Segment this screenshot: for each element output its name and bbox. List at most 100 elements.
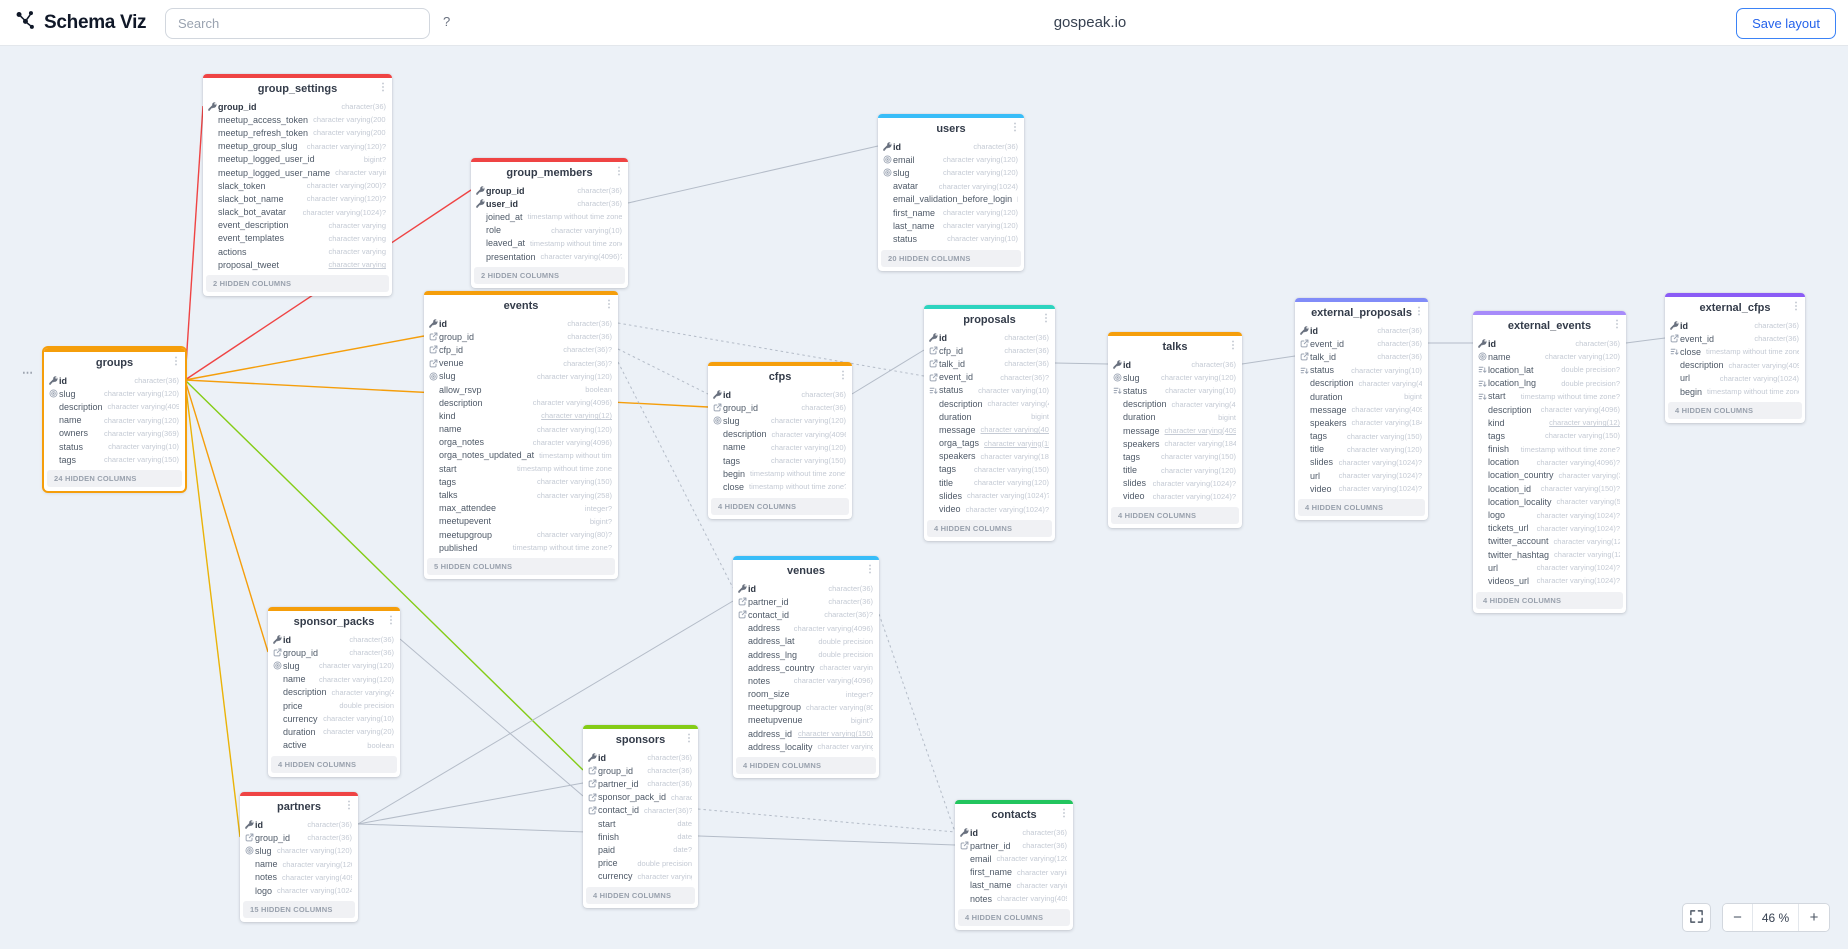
hidden-columns-pill[interactable]: 4 HIDDEN COLUMNS xyxy=(1476,591,1623,609)
hidden-columns-pill[interactable]: 4 HIDDEN COLUMNS xyxy=(1111,507,1239,525)
table-title[interactable]: groups⋮ xyxy=(44,352,185,373)
table-menu-icon[interactable]: ⋮ xyxy=(604,299,614,310)
table-menu-icon[interactable]: ⋮ xyxy=(386,615,396,626)
hidden-columns-pill[interactable]: 20 HIDDEN COLUMNS xyxy=(881,249,1021,267)
hidden-columns-pill[interactable]: 24 HIDDEN COLUMNS xyxy=(47,470,182,488)
hidden-columns-pill[interactable]: 15 HIDDEN COLUMNS xyxy=(243,901,355,919)
table-title[interactable]: cfps⋮ xyxy=(708,366,852,387)
table-menu-icon[interactable]: ⋮ xyxy=(1791,301,1801,312)
table-title[interactable]: talks⋮ xyxy=(1108,336,1242,357)
save-layout-button[interactable]: Save layout xyxy=(1736,8,1836,39)
table-title[interactable]: external_proposals⋮ xyxy=(1295,302,1428,323)
table-title[interactable]: proposals⋮ xyxy=(924,309,1055,330)
hidden-columns-pill[interactable]: 2 HIDDEN COLUMNS xyxy=(474,267,625,285)
table-title[interactable]: venues⋮ xyxy=(733,560,879,581)
table-menu-icon[interactable]: ⋮ xyxy=(838,370,848,381)
hidden-columns-pill[interactable]: 4 HIDDEN COLUMNS xyxy=(736,757,876,775)
table-menu-icon[interactable]: ⋮ xyxy=(171,356,181,367)
